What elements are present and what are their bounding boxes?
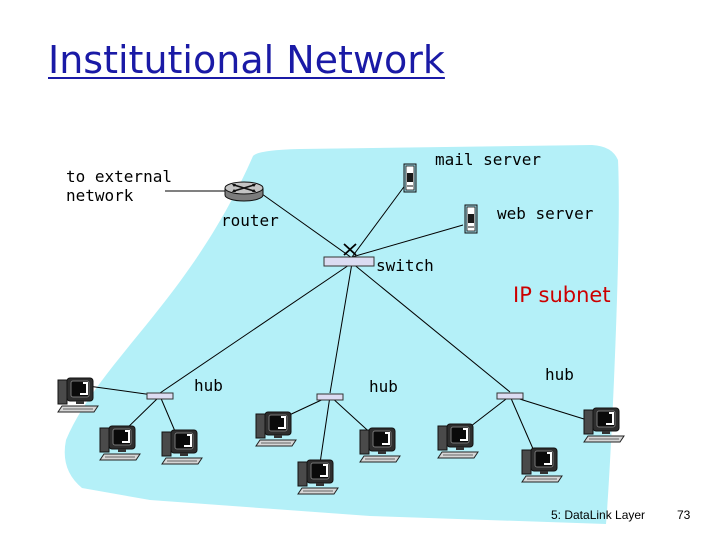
footer-chapter: 5: DataLink Layer xyxy=(551,508,646,522)
hub-left-icon xyxy=(146,392,174,400)
page-title: Institutional Network xyxy=(48,38,445,82)
hub-right-label: hub xyxy=(545,365,574,384)
external-network-label: to external network xyxy=(66,167,172,205)
mail-server-icon xyxy=(403,163,417,193)
hub-right-icon xyxy=(496,392,524,400)
hub-left-label: hub xyxy=(194,376,223,395)
web-server-label: web server xyxy=(497,204,594,223)
mail-server-label: mail server xyxy=(435,150,541,169)
switch-icon xyxy=(323,243,375,267)
web-server-icon xyxy=(464,204,478,234)
computer-icon xyxy=(521,447,563,483)
router-label: router xyxy=(221,211,279,230)
computer-icon xyxy=(297,459,339,495)
computer-icon xyxy=(255,411,297,447)
hub-middle-label: hub xyxy=(369,377,398,396)
hub-middle-icon xyxy=(316,393,344,401)
computer-icon xyxy=(161,429,203,465)
router-icon xyxy=(224,181,264,202)
computer-icon xyxy=(437,423,479,459)
computer-icon xyxy=(359,427,401,463)
ip-subnet-region xyxy=(64,145,619,524)
computer-icon xyxy=(99,425,141,461)
external-network-line-2: network xyxy=(66,186,134,205)
ip-subnet-label: IP subnet xyxy=(513,283,611,307)
computer-icon xyxy=(583,407,625,443)
computer-icon xyxy=(57,377,99,413)
footer-page-number: 73 xyxy=(677,508,691,522)
external-network-line-1: to external xyxy=(66,167,172,186)
switch-label: switch xyxy=(376,256,434,275)
